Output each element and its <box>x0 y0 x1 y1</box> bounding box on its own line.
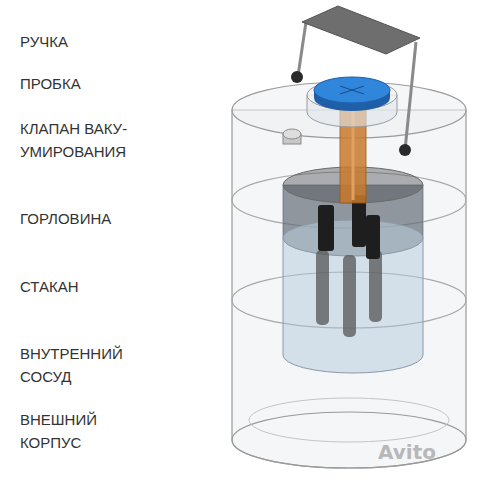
plug-mark <box>340 86 364 94</box>
part-label: РУЧКА <box>20 30 160 53</box>
handle-clip <box>291 71 303 83</box>
handle-grip <box>302 6 420 54</box>
part-label: СТАКАН <box>20 275 160 298</box>
part-label: ВНУТРЕННИЙ СОСУД <box>20 342 145 388</box>
handle-strap <box>298 22 306 76</box>
bottom-ring <box>249 398 449 442</box>
part-label: ВНЕШНИЙ КОРПУС <box>20 408 130 454</box>
plug <box>314 77 390 103</box>
cup <box>318 205 334 251</box>
part-label: ПРОБКА <box>20 72 160 95</box>
cup <box>343 255 356 337</box>
valve-top <box>283 129 301 139</box>
cup <box>316 250 329 325</box>
part-label: КЛАПАН ВАКУ- УМИРОВАНИЯ <box>20 117 185 163</box>
part-label: ГОРЛОВИНА <box>20 207 180 230</box>
inner-vessel <box>283 185 423 373</box>
handle-strap <box>405 42 416 150</box>
cup <box>366 215 380 259</box>
watermark: Avito <box>378 440 468 464</box>
cup <box>369 250 382 322</box>
handle-clip <box>399 144 411 156</box>
plug-mark <box>340 86 364 94</box>
